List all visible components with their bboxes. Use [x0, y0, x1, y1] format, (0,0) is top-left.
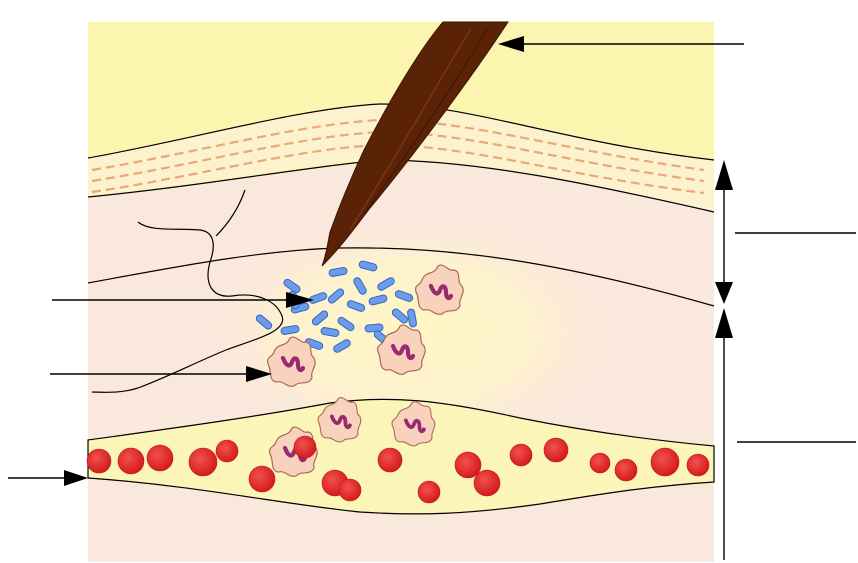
red-blood-cell-icon — [651, 448, 679, 476]
red-blood-cell-icon — [294, 436, 316, 458]
bacteria-icon — [365, 324, 384, 333]
red-blood-cell-icon — [118, 448, 144, 474]
red-blood-cell-icon — [249, 466, 275, 492]
pointer-lines — [735, 233, 856, 442]
red-blood-cell-icon — [615, 459, 637, 481]
red-blood-cell-icon — [378, 448, 402, 472]
red-blood-cell-icon — [474, 470, 500, 496]
red-blood-cell-icon — [544, 438, 568, 462]
red-blood-cell-icon — [216, 440, 238, 462]
red-blood-cell-icon — [339, 479, 361, 501]
red-blood-cell-icon — [87, 449, 111, 473]
red-blood-cell-icon — [590, 453, 610, 473]
red-blood-cell-icon — [189, 448, 217, 476]
red-blood-cell-icon — [455, 452, 481, 478]
red-blood-cell-icon — [147, 445, 173, 471]
red-blood-cell-icon — [418, 481, 440, 503]
red-blood-cell-icon — [687, 454, 709, 476]
red-blood-cell-icon — [510, 444, 532, 466]
